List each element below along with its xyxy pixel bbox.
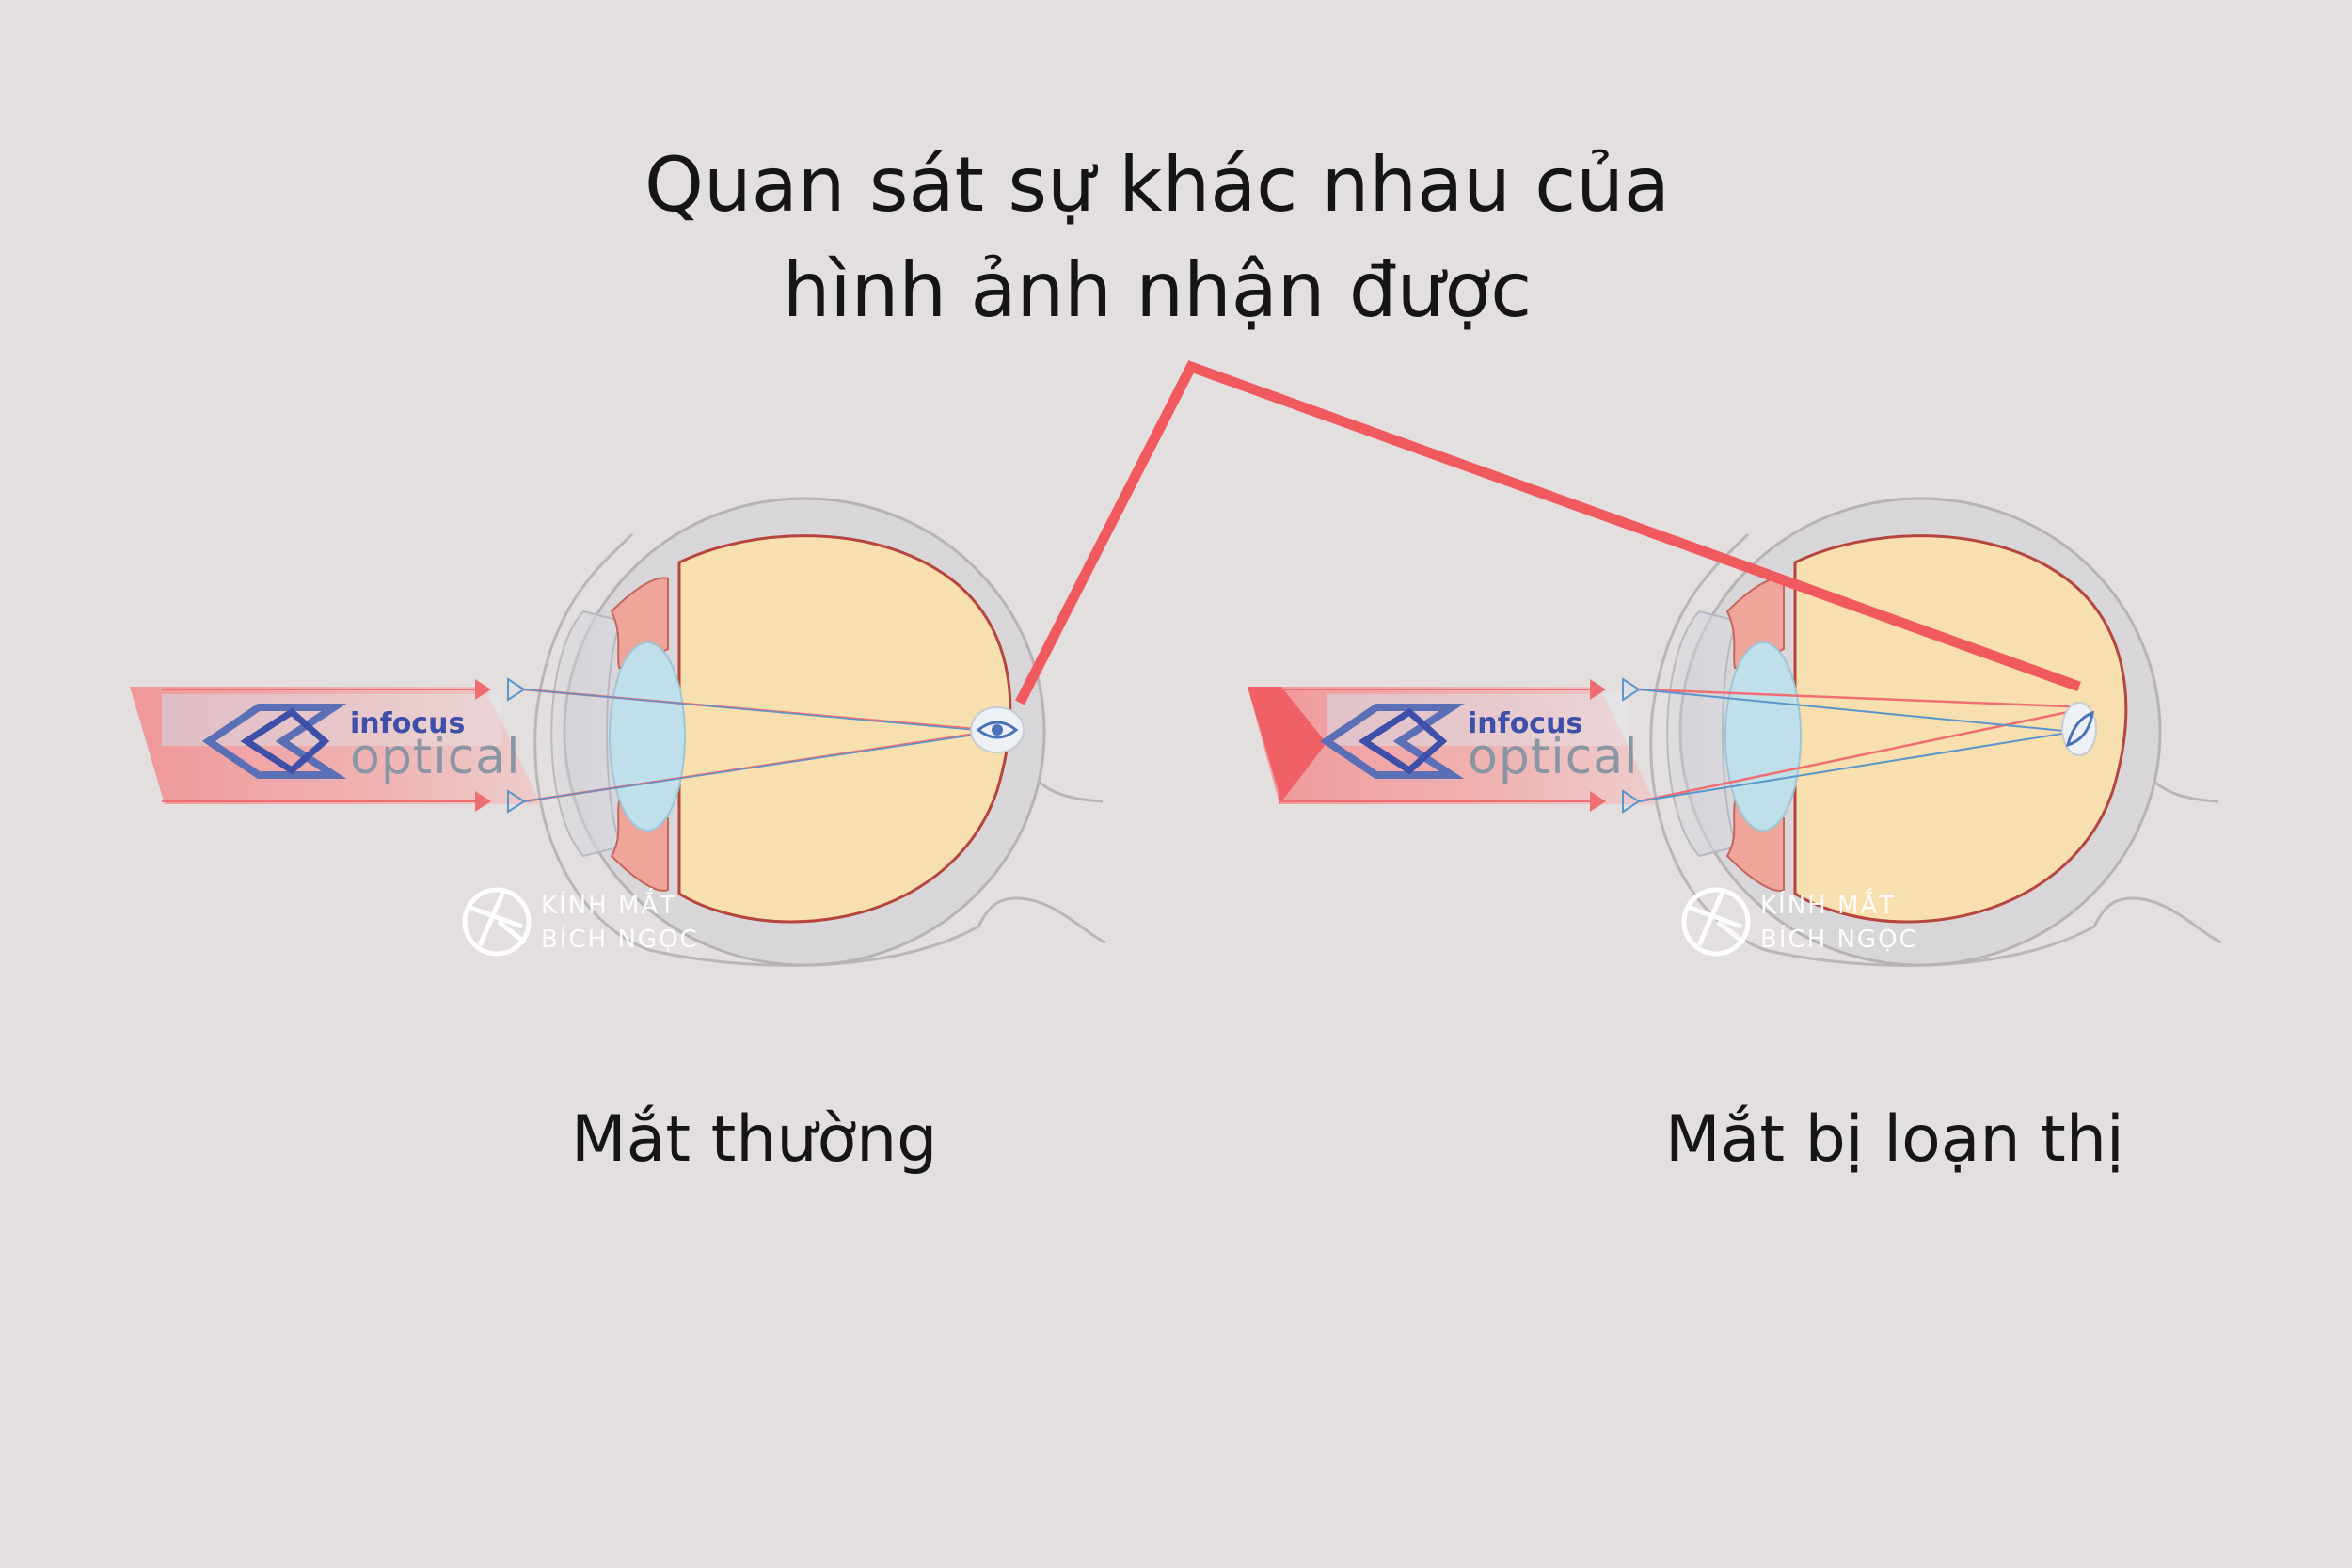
ray-blue-bottom bbox=[523, 731, 996, 802]
title-line-1: Quan sát sự khác nhau của bbox=[644, 141, 1670, 229]
callout-pointer-line bbox=[1015, 360, 2081, 705]
watermark-line-2: BÍCH NGỌC bbox=[541, 926, 699, 954]
orbit-lower-line bbox=[2092, 896, 2222, 944]
focus-eye-skewed-icon bbox=[2065, 710, 2094, 748]
kinh-mat-watermark-icon bbox=[462, 887, 532, 957]
arrow-head-blue-top bbox=[507, 677, 526, 702]
ray-blue-bottom bbox=[1638, 731, 2074, 802]
arrow-head-blue-bottom bbox=[1622, 789, 1641, 814]
watermark-line-1: KÍNH MẮT bbox=[1760, 892, 1897, 920]
ray-red-bottom bbox=[1638, 705, 2091, 803]
orbit-lower-line bbox=[977, 896, 1106, 944]
beam-strong-red bbox=[1248, 687, 1327, 804]
arrow-head-red-top bbox=[475, 679, 491, 700]
beam-light-band bbox=[1327, 694, 1628, 746]
ray-red-top bbox=[1638, 688, 2091, 709]
logo-wordmark-infocus: infocus bbox=[350, 707, 466, 740]
title-line-2: hình ảnh nhận được bbox=[782, 246, 1533, 334]
eyeball-body bbox=[677, 534, 1012, 924]
watermark-text: KÍNH MẮT BÍCH NGỌC bbox=[1760, 889, 1918, 957]
infocus-logo-icon bbox=[1319, 704, 1465, 779]
crystalline-lens bbox=[609, 641, 686, 832]
caption-normal-eye: Mắt thường bbox=[571, 1102, 938, 1177]
caption-astigmatism-eye: Mắt bị loạn thị bbox=[1665, 1102, 2124, 1177]
arrow-head-red-bottom bbox=[1590, 791, 1606, 812]
watermark-text: KÍNH MẮT BÍCH NGỌC bbox=[541, 889, 699, 957]
kinh-mat-watermark-icon bbox=[1681, 887, 1751, 957]
ray-blue-top bbox=[1638, 689, 2074, 733]
focus-eye-pupil-icon bbox=[992, 724, 1003, 736]
focus-point-marker bbox=[2061, 702, 2097, 756]
watermark-line-1: KÍNH MẮT bbox=[541, 892, 677, 920]
arrow-head-red-top bbox=[1590, 679, 1606, 700]
crystalline-lens bbox=[1724, 641, 1802, 832]
ray-blue-top bbox=[523, 689, 996, 733]
arrow-head-blue-bottom bbox=[507, 789, 526, 814]
focus-eye-icon bbox=[976, 721, 1019, 739]
logo-wordmark-optical: optical bbox=[1468, 729, 1639, 785]
infocus-logo-icon bbox=[201, 704, 347, 779]
logo-wordmark-optical: optical bbox=[350, 729, 521, 785]
astigmatism-eye-diagram bbox=[1248, 497, 2222, 967]
normal-eye-diagram bbox=[130, 497, 1106, 967]
watermark-line-2: BÍCH NGỌC bbox=[1760, 926, 1918, 954]
eyeball-body bbox=[1793, 534, 2128, 924]
arrow-head-red-bottom bbox=[475, 791, 491, 812]
logo-wordmark-infocus: infocus bbox=[1468, 707, 1583, 740]
arrow-head-blue-top bbox=[1622, 677, 1641, 702]
